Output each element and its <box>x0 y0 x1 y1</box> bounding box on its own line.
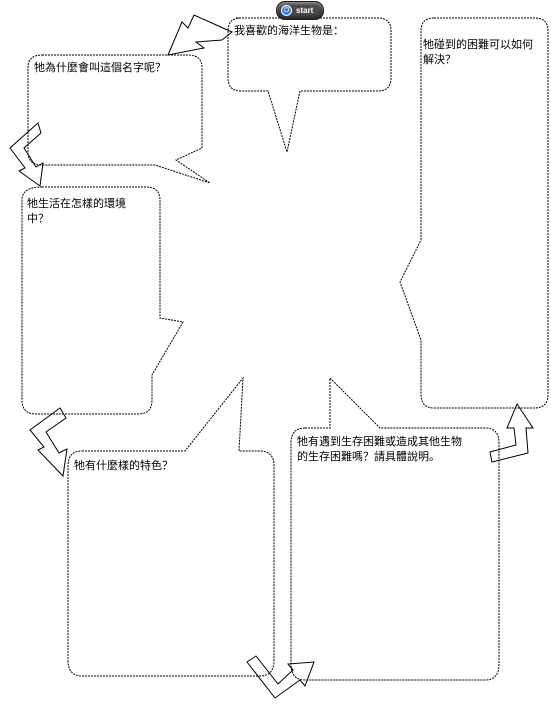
favorite-bubble <box>227 17 392 154</box>
start-label: start <box>296 6 314 15</box>
features-bubble <box>67 376 275 677</box>
survival-prompt: 牠有遇到生存困難或造成其他生物 的生存困難嗎？請具體說明。 <box>297 435 462 463</box>
arrow-left-lower <box>29 407 68 478</box>
name-reason-prompt: 牠為什麼會叫這個名字呢？ <box>34 61 166 74</box>
name-reason-bubble <box>27 54 211 184</box>
arrow-top-left <box>167 14 233 56</box>
favorite-prompt: 我喜歡的海洋生物是： <box>234 24 344 37</box>
habitat-prompt: 牠生活在怎樣的環境 中？ <box>27 197 126 225</box>
habitat-bubble <box>21 186 184 415</box>
start-button[interactable]: ⏻ start <box>276 1 324 20</box>
arrow-right <box>489 402 534 463</box>
power-icon: ⏻ <box>281 5 292 16</box>
arrow-bottom <box>246 655 315 699</box>
difficulty-bubble <box>399 17 549 409</box>
survival-bubble <box>290 376 500 681</box>
features-prompt: 牠有什麼樣的特色？ <box>74 459 173 472</box>
arrow-left-upper <box>9 122 44 187</box>
difficulty-prompt: 牠碰到的困難可以如何 解決？ <box>423 38 533 66</box>
